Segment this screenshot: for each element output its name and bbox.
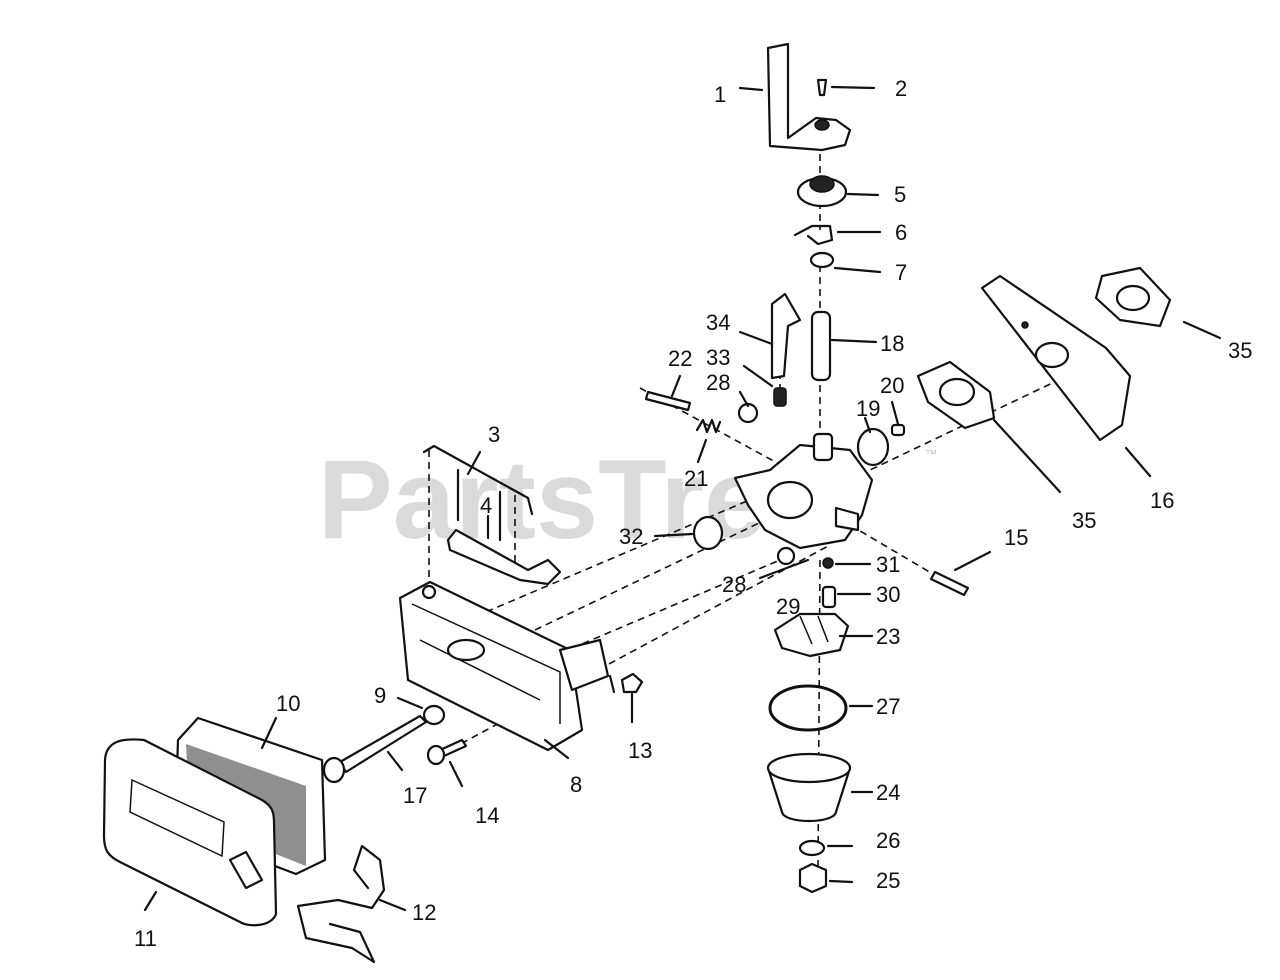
part-18-shaft — [810, 310, 832, 382]
label-24: 24 — [876, 780, 900, 805]
part-4-clip — [446, 528, 562, 586]
label-6: 6 — [895, 220, 907, 245]
part-35-gasket-middle — [916, 360, 996, 430]
label-11: 11 — [134, 926, 157, 951]
label-21: 21 — [684, 466, 708, 491]
label-30: 30 — [876, 582, 900, 607]
label-35-middle: 35 — [1072, 508, 1096, 533]
label-17: 17 — [403, 783, 427, 808]
part-35-gasket-right — [1094, 266, 1172, 328]
label-2: 2 — [895, 76, 907, 101]
label-28-lower: 28 — [722, 572, 746, 597]
label-7: 7 — [895, 260, 907, 285]
label-27: 27 — [876, 694, 900, 719]
label-14: 14 — [475, 803, 499, 828]
part-34-choke-lever — [770, 292, 802, 380]
label-8: 8 — [570, 772, 582, 797]
part-14-screw — [426, 738, 468, 766]
label-15: 15 — [1004, 525, 1028, 550]
part-carburetor-body — [733, 432, 874, 550]
label-34: 34 — [706, 310, 730, 335]
label-9: 9 — [374, 683, 386, 708]
label-10: 10 — [276, 691, 300, 716]
label-28-upper: 28 — [706, 370, 730, 395]
label-22: 22 — [668, 346, 692, 371]
part-30-jet — [821, 585, 837, 609]
label-18: 18 — [880, 331, 904, 356]
label-32: 32 — [619, 524, 643, 549]
label-20: 20 — [880, 373, 904, 398]
part-6-spring — [793, 224, 834, 246]
part-2-screw — [816, 78, 828, 97]
label-23: 23 — [876, 624, 900, 649]
label-3: 3 — [488, 422, 500, 447]
part-11-filter-cover — [102, 738, 278, 927]
label-33: 33 — [706, 345, 730, 370]
part-33-shaft — [773, 387, 787, 407]
callout-labels: 1 2 3 4 5 6 7 8 9 10 11 12 13 14 15 16 1… — [134, 76, 1252, 951]
label-1: 1 — [714, 82, 726, 107]
part-25-nut — [798, 862, 828, 894]
label-16: 16 — [1150, 488, 1174, 513]
part-21-spring — [695, 418, 722, 434]
part-15-needle — [929, 570, 970, 597]
part-8-filter-base — [398, 580, 610, 752]
label-4: 4 — [480, 493, 492, 518]
label-29: 29 — [776, 594, 800, 619]
part-32-diaphragm — [692, 515, 724, 551]
label-12: 12 — [412, 900, 436, 925]
part-13-nut — [608, 672, 644, 694]
part-1-throttle-lever — [766, 42, 852, 152]
part-31-ball — [822, 557, 834, 569]
watermark-text: PartsTree — [318, 437, 829, 562]
label-35-right: 35 — [1228, 338, 1252, 363]
part-24-bowl — [766, 752, 852, 822]
part-23-float — [773, 612, 850, 658]
part-7-washer — [809, 251, 835, 269]
part-20-plug — [890, 423, 906, 437]
part-3-bracket — [422, 444, 534, 542]
label-31: 31 — [876, 552, 900, 577]
watermark: PartsTree ™ — [318, 437, 937, 562]
label-25: 25 — [876, 868, 900, 893]
watermark-trademark: ™ — [925, 447, 937, 461]
part-17-long-bolt — [322, 714, 428, 784]
part-27-oring — [768, 684, 848, 732]
part-19-disc — [856, 427, 890, 467]
label-13: 13 — [628, 738, 652, 763]
leader-lines — [143, 85, 1222, 912]
part-5-cam — [796, 175, 848, 208]
part-12-wire-clip — [296, 844, 386, 964]
part-28-pin-lower — [758, 546, 810, 580]
part-9-bushing — [422, 704, 446, 726]
part-22-needle — [644, 390, 692, 412]
label-26: 26 — [876, 828, 900, 853]
part-16-plate — [980, 274, 1132, 442]
part-26-washer — [798, 839, 826, 857]
label-19: 19 — [856, 396, 880, 421]
label-5: 5 — [894, 182, 906, 207]
